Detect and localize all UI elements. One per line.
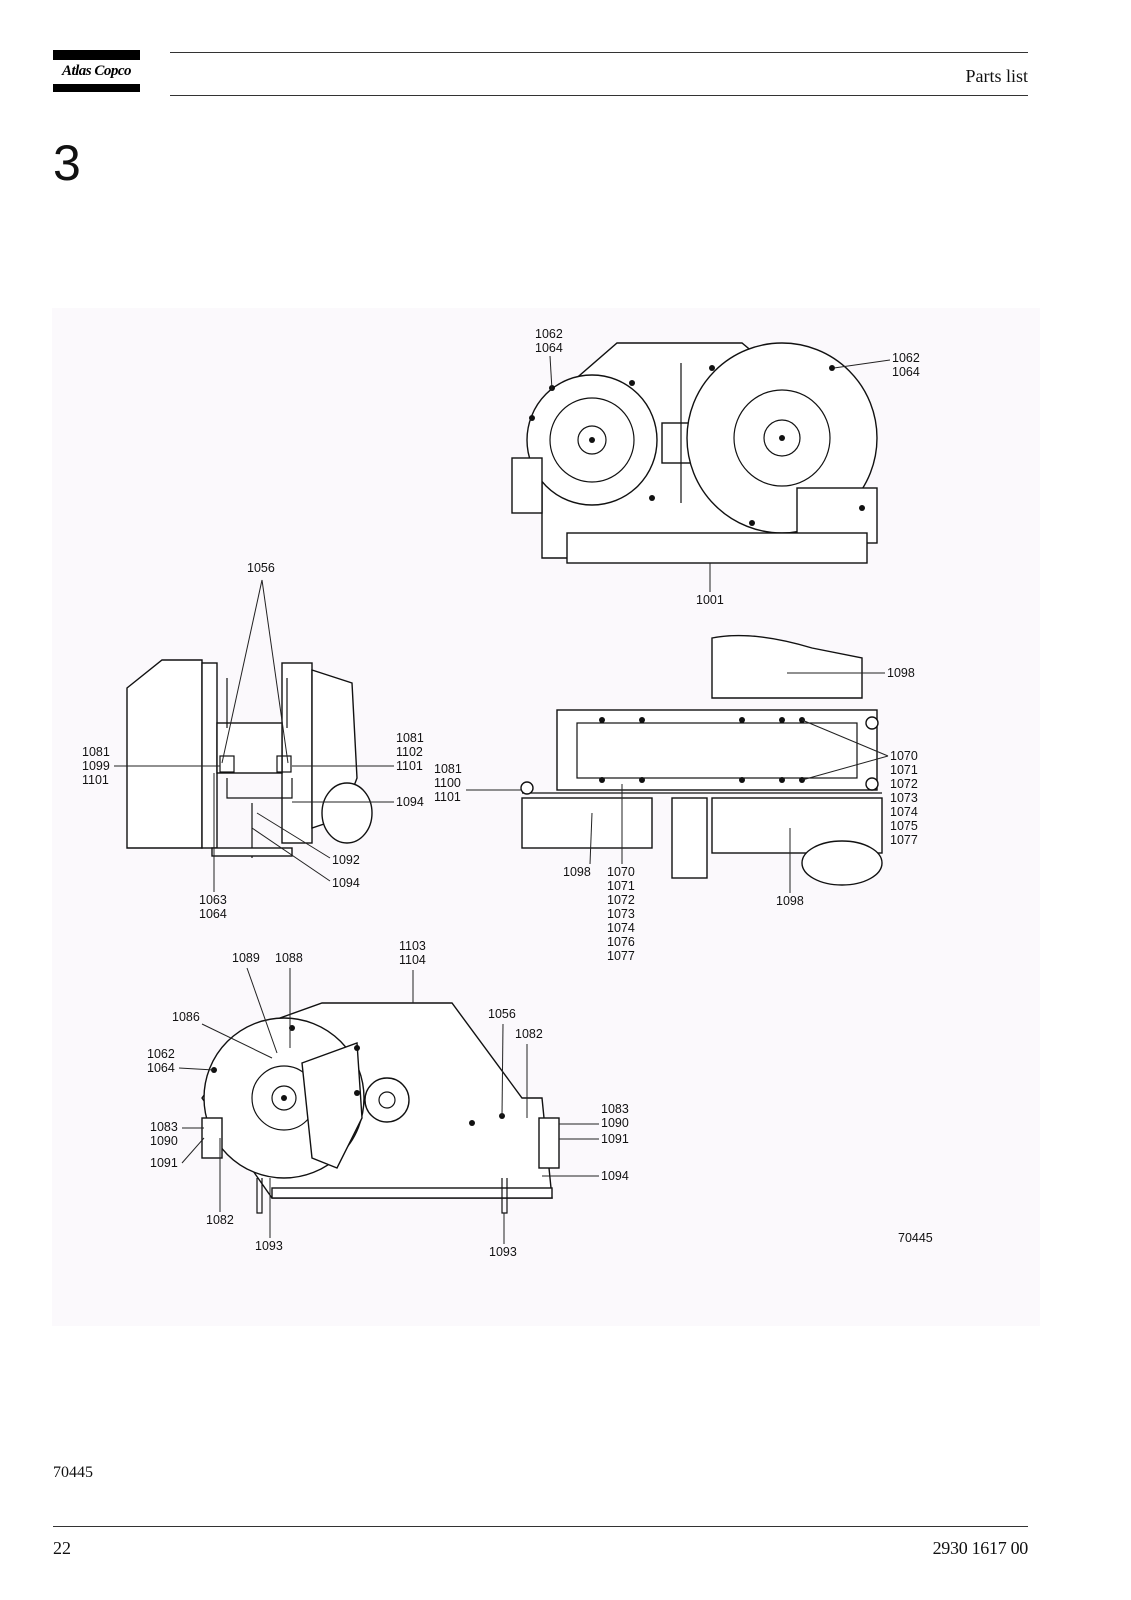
callout-1101-mr: 1101 bbox=[396, 759, 423, 773]
callout-1093-l: 1093 bbox=[255, 1239, 283, 1253]
callout-1104: 1104 bbox=[399, 953, 426, 967]
atlas-copco-logo: Atlas Copco bbox=[53, 50, 140, 92]
callout-1064-bot: 1064 bbox=[147, 1061, 175, 1075]
callout-1099-ml: 1099 bbox=[82, 759, 110, 773]
mid-left-view bbox=[126, 659, 373, 858]
callout-1073-r: 1073 bbox=[890, 791, 918, 805]
callout-1091-r: 1091 bbox=[601, 1132, 629, 1146]
header-title: Parts list bbox=[965, 66, 1028, 86]
callout-1088: 1088 bbox=[275, 951, 303, 965]
figure-id: 70445 bbox=[53, 1464, 93, 1481]
callout-1062-b: 1062 bbox=[892, 351, 920, 365]
callout-1001: 1001 bbox=[696, 593, 724, 607]
page-number: 22 bbox=[53, 1538, 71, 1558]
callout-1070-r: 1070 bbox=[890, 749, 918, 763]
logo-bar-top bbox=[53, 50, 140, 60]
bottom-view-callouts: 1103 1104 1089 1088 1086 1062 1064 1056 … bbox=[147, 939, 933, 1259]
callout-1063: 1063 bbox=[199, 893, 227, 907]
top-view-callouts: 1062 1064 1062 1064 1001 bbox=[535, 327, 920, 607]
callout-1089: 1089 bbox=[232, 951, 260, 965]
callout-1086: 1086 bbox=[172, 1010, 200, 1024]
footer-rule bbox=[53, 1526, 1028, 1527]
logo-text: Atlas Copco bbox=[61, 63, 132, 79]
callout-1083-r: 1083 bbox=[601, 1102, 629, 1116]
callout-1071-r: 1071 bbox=[890, 763, 918, 777]
callout-1094-ml: 1094 bbox=[396, 795, 424, 809]
figure-code: 70445 bbox=[898, 1231, 933, 1245]
callout-1073-c: 1073 bbox=[607, 907, 635, 921]
callout-1072-c: 1072 bbox=[607, 893, 635, 907]
callout-1076-c: 1076 bbox=[607, 935, 635, 949]
callout-1056-mid: 1056 bbox=[247, 561, 275, 575]
callout-1062-a: 1062 bbox=[535, 327, 563, 341]
callout-1101-r: 1101 bbox=[434, 790, 461, 804]
callout-1101-ml: 1101 bbox=[82, 773, 109, 787]
callout-1064-a: 1064 bbox=[535, 341, 563, 355]
header-rule-top bbox=[170, 52, 1028, 53]
callout-1098-bl: 1098 bbox=[563, 865, 591, 879]
callout-1070-c: 1070 bbox=[607, 865, 635, 879]
callout-1074-r: 1074 bbox=[890, 805, 918, 819]
logo-bar-bottom bbox=[53, 84, 140, 92]
callout-1074-c: 1074 bbox=[607, 921, 635, 935]
mid-left-callouts: 1056 1081 1099 1101 1081 1102 1101 1094 … bbox=[82, 561, 424, 921]
mid-right-view bbox=[520, 634, 883, 886]
callout-1082-bot: 1082 bbox=[206, 1213, 234, 1227]
callout-1103: 1103 bbox=[399, 939, 426, 953]
callout-1098-br: 1098 bbox=[776, 894, 804, 908]
header-rule-bottom bbox=[170, 95, 1028, 96]
callout-1098-top: 1098 bbox=[887, 666, 915, 680]
document-number: 2930 1617 00 bbox=[932, 1538, 1029, 1558]
mid-right-callouts: 1081 1100 1101 1098 1070 1071 1072 1073 … bbox=[434, 666, 918, 963]
callout-1093-r: 1093 bbox=[489, 1245, 517, 1259]
callout-1071-c: 1071 bbox=[607, 879, 635, 893]
top-view-compressor bbox=[511, 342, 878, 564]
callout-1064-ml: 1064 bbox=[199, 907, 227, 921]
section-number: 3 bbox=[53, 135, 81, 191]
callout-1092: 1092 bbox=[332, 853, 360, 867]
callout-1082-top: 1082 bbox=[515, 1027, 543, 1041]
callout-1075-r: 1075 bbox=[890, 819, 918, 833]
bottom-view bbox=[201, 1002, 560, 1214]
callout-1090-r: 1090 bbox=[601, 1116, 629, 1130]
callout-1091-l: 1091 bbox=[150, 1156, 178, 1170]
parts-drawing-svg: 1062 1064 1062 1064 1001 1056 1081 1099 … bbox=[82, 327, 933, 1259]
callout-1081-r: 1081 bbox=[434, 762, 462, 776]
callout-1077-r: 1077 bbox=[890, 833, 918, 847]
callout-1081-mr: 1081 bbox=[396, 731, 424, 745]
callout-1083-l: 1083 bbox=[150, 1120, 178, 1134]
callout-1062-bot: 1062 bbox=[147, 1047, 175, 1061]
callout-1072-r: 1072 bbox=[890, 777, 918, 791]
callout-1064-b: 1064 bbox=[892, 365, 920, 379]
callout-1100: 1100 bbox=[434, 776, 461, 790]
callout-1090-l: 1090 bbox=[150, 1134, 178, 1148]
callout-1102-mr: 1102 bbox=[396, 745, 423, 759]
callout-1077-c: 1077 bbox=[607, 949, 635, 963]
callout-1094-bot: 1094 bbox=[601, 1169, 629, 1183]
callout-1056-bot: 1056 bbox=[488, 1007, 516, 1021]
callout-1081-ml: 1081 bbox=[82, 745, 110, 759]
exploded-parts-drawing: 1062 1064 1062 1064 1001 1056 1081 1099 … bbox=[52, 308, 1040, 1326]
callout-1094-ml-b: 1094 bbox=[332, 876, 360, 890]
